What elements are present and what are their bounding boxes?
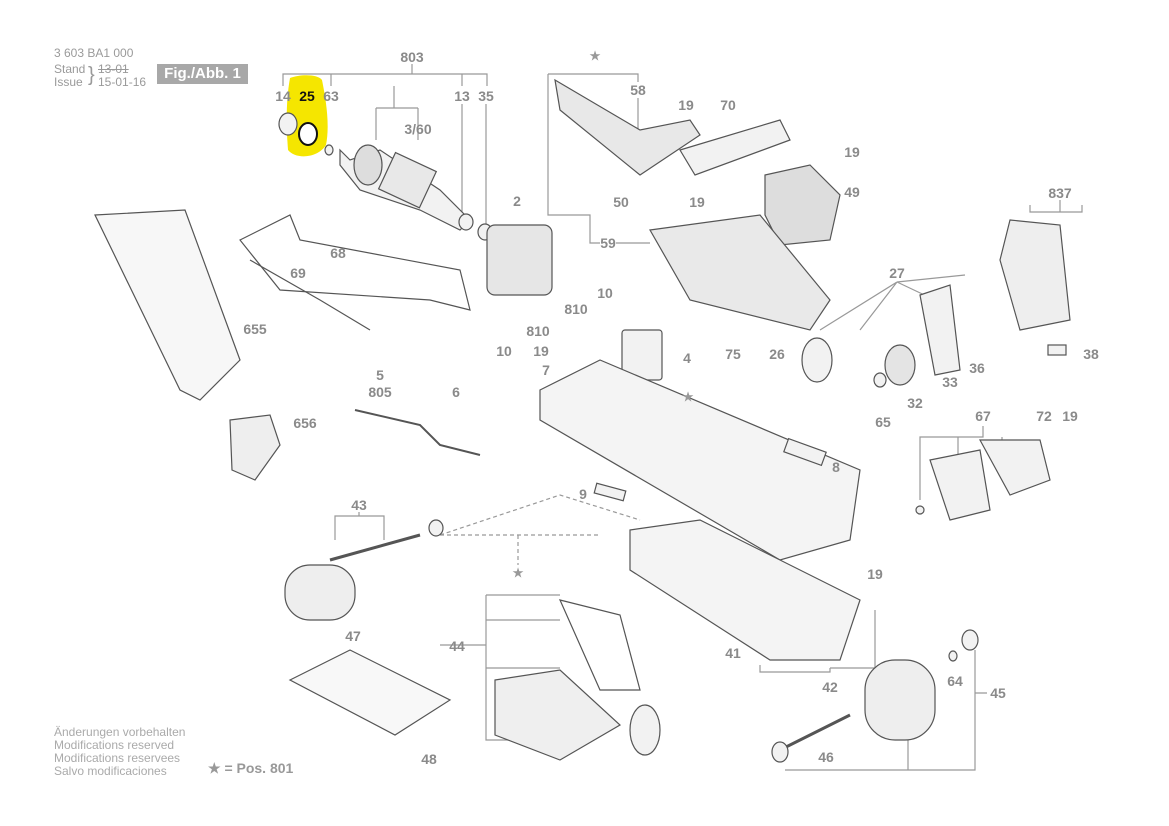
part-label: 6 [452, 384, 460, 400]
part-label: 59 [600, 235, 616, 251]
issue-date: 15-01-16 [98, 75, 147, 89]
part-label: 68 [330, 245, 346, 261]
part-label: 32 [907, 395, 923, 411]
part-label: 810 [526, 323, 550, 339]
footer-line: Modifications reservees [54, 751, 181, 765]
part-label: 26 [769, 346, 785, 362]
part-label: 10 [496, 343, 512, 359]
part-label: 64 [947, 673, 963, 689]
star-icon: ★ [511, 564, 525, 581]
part-label: 69 [290, 265, 306, 281]
part-label: 27 [889, 265, 905, 281]
part-label: 14 [275, 88, 291, 104]
part-label: 2 [513, 193, 521, 209]
part-label: 655 [243, 321, 267, 337]
part-label: 36 [969, 360, 985, 376]
part-label: 44 [449, 638, 465, 654]
part-label: 33 [942, 374, 958, 390]
footer-line: Salvo modificaciones [54, 764, 167, 778]
part-label: 72 [1036, 408, 1052, 424]
figure-label: Fig./Abb. 1 [157, 64, 248, 84]
part-label: 42 [822, 679, 838, 695]
part-label-highlighted: 25 [299, 88, 315, 104]
part-label: 47 [345, 628, 361, 644]
part-label: 75 [725, 346, 741, 362]
part-label: 63 [323, 88, 339, 104]
star-icon: ★ [681, 388, 695, 405]
footer-line: Modifications reserved [54, 738, 175, 752]
star-legend: ★ = Pos. 801 [208, 760, 294, 776]
part-label: 8 [832, 459, 840, 475]
part-label: 837 [1048, 185, 1072, 201]
stand-label: Stand [54, 62, 86, 76]
part-label: 45 [990, 685, 1006, 701]
part-label: 7 [542, 362, 550, 378]
part-number: 3 603 BA1 000 [54, 46, 134, 60]
part-label: 10 [597, 285, 613, 301]
part-label: 805 [368, 384, 392, 400]
part-label: 70 [720, 97, 736, 113]
part-label: 19 [678, 97, 694, 113]
part-label: 35 [478, 88, 494, 104]
part-label: 41 [725, 645, 741, 661]
issue-label: Issue [54, 75, 83, 89]
star-icon: ★ [588, 47, 602, 64]
part-label: 4 [683, 350, 691, 366]
part-label: 67 [975, 408, 991, 424]
part-label: 46 [818, 749, 834, 765]
brace: } [88, 64, 95, 86]
part-label: 43 [351, 497, 367, 513]
footer-notes: Änderungen vorbehalten Modifications res… [54, 726, 185, 778]
part-label: 38 [1083, 346, 1099, 362]
part-label: 65 [875, 414, 891, 430]
part-label: 48 [421, 751, 437, 767]
part-label: 803 [400, 49, 424, 65]
part-label: 5 [376, 367, 384, 383]
part-label: 49 [844, 184, 860, 200]
stand-date: 13-01 [98, 62, 129, 76]
footer-line: Änderungen vorbehalten [54, 725, 186, 739]
part-label: 3/60 [404, 121, 432, 137]
part-label: 656 [293, 415, 317, 431]
part-label: 19 [867, 566, 883, 582]
part-label: 19 [1062, 408, 1078, 424]
part-label: 19 [689, 194, 705, 210]
part-label: 9 [579, 486, 587, 502]
part-label: 50 [613, 194, 629, 210]
part-label: 13 [454, 88, 470, 104]
part-label: 810 [564, 301, 588, 317]
part-label: 19 [844, 144, 860, 160]
part-label: 19 [533, 343, 549, 359]
part-label: 58 [630, 82, 646, 98]
